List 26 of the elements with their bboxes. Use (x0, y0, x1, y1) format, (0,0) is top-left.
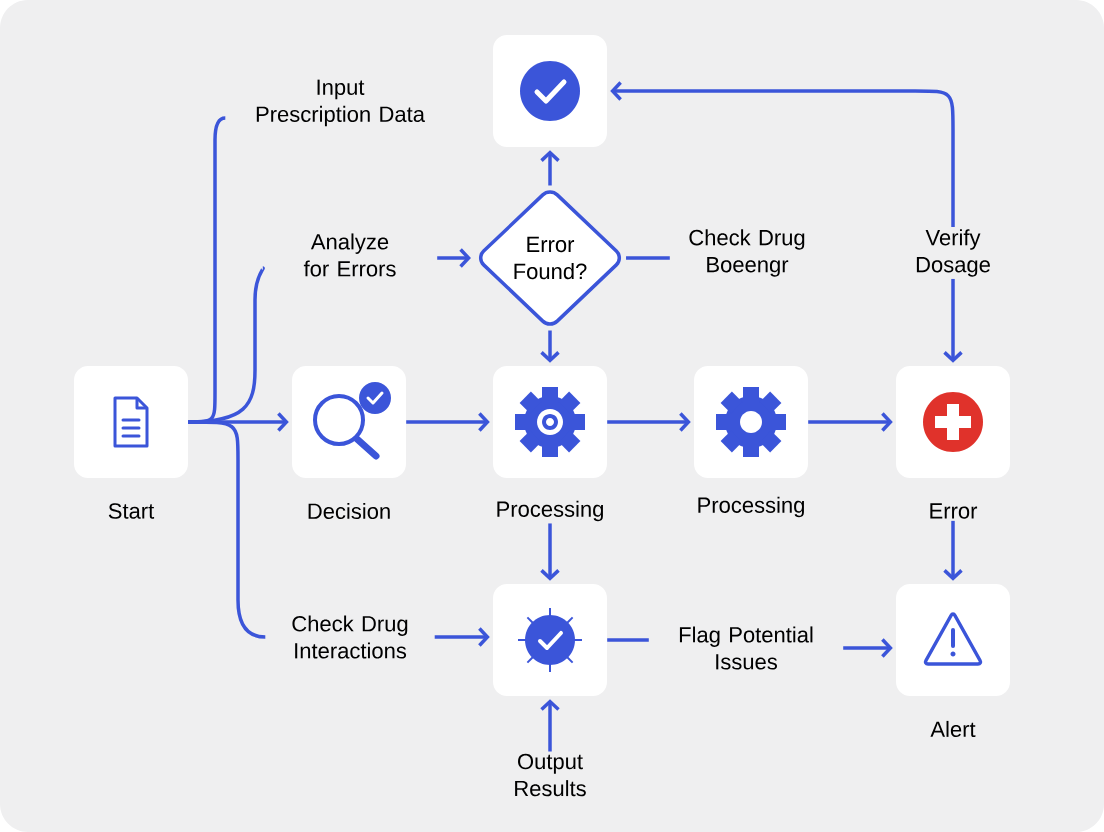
arrow (943, 520, 963, 581)
node-label: Error (930, 503, 978, 519)
step-label: Check Drug Interactions (292, 615, 408, 659)
arrow (540, 150, 560, 186)
arrow (540, 330, 560, 363)
node-label: Start (108, 503, 155, 519)
arrow (434, 627, 490, 647)
arrow (943, 278, 963, 363)
arrow (843, 638, 893, 658)
arrow (808, 412, 893, 432)
arrow (607, 412, 691, 432)
step-label: Flag Potential Issues (679, 626, 813, 670)
arrow (437, 248, 471, 268)
node-label: Decision (308, 502, 390, 520)
step-label: Verify Dosage (916, 229, 990, 277)
step-label: Check Drug Boeengr (689, 229, 805, 277)
node-label: Alert (930, 720, 976, 738)
step-label: Analyze for Errors (303, 233, 396, 277)
arrow (540, 699, 560, 752)
step-label: Input Prescription Data (256, 79, 425, 127)
arrow (406, 412, 490, 432)
arrow (610, 81, 955, 228)
step-label: Output Results (515, 753, 586, 797)
arrow (540, 523, 560, 581)
node-label: Processing (698, 496, 804, 518)
node-label: Processing (497, 500, 603, 522)
